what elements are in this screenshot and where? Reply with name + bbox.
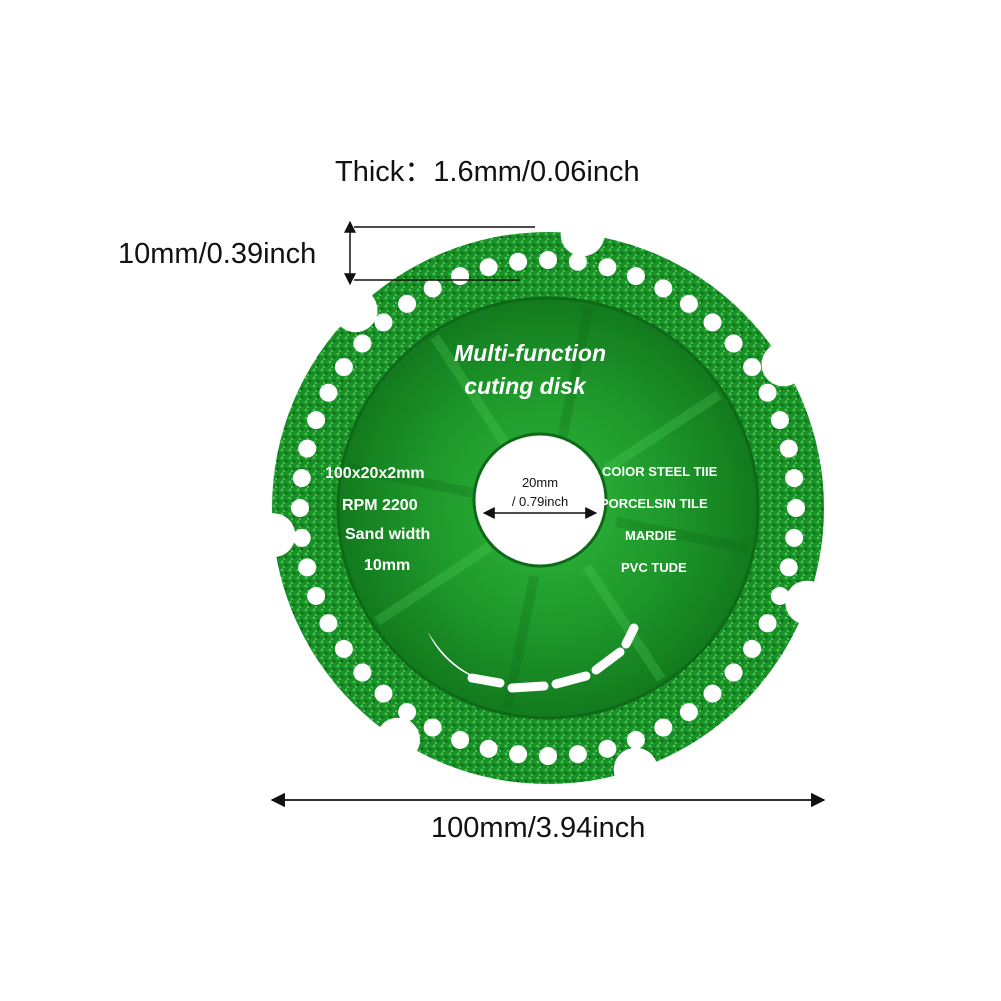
material-porcelain: PORCELSIN TILE [600, 496, 708, 511]
tooth-depth-label: 10mm/0.39inch [118, 238, 317, 270]
material-steel: COlOR STEEL TIIE [602, 464, 718, 479]
material-marble: MARDIE [625, 528, 677, 543]
spec-sand-width: Sand width [345, 526, 430, 543]
disk-sheen [346, 306, 750, 710]
swoosh-logo [428, 623, 639, 693]
spec-sand-width-value: 10mm [364, 557, 410, 574]
bore-size-inch: / 0.79inch [512, 494, 568, 509]
disk-title-line1: Multi-function [454, 340, 606, 366]
disk-title-line2: cuting disk [464, 373, 587, 399]
thickness-label: Thick：1.6mm/0.06inch [335, 156, 640, 188]
material-pvc: PVC TUDE [621, 560, 687, 575]
diameter-label: 100mm/3.94inch [431, 812, 646, 844]
center-bore [472, 432, 608, 568]
spec-rpm: RPM 2200 [342, 497, 418, 514]
tooth-depth-marker [344, 220, 535, 286]
bore-size-mm: 20mm [522, 475, 558, 490]
spec-size: 100x20x2mm [325, 465, 425, 482]
